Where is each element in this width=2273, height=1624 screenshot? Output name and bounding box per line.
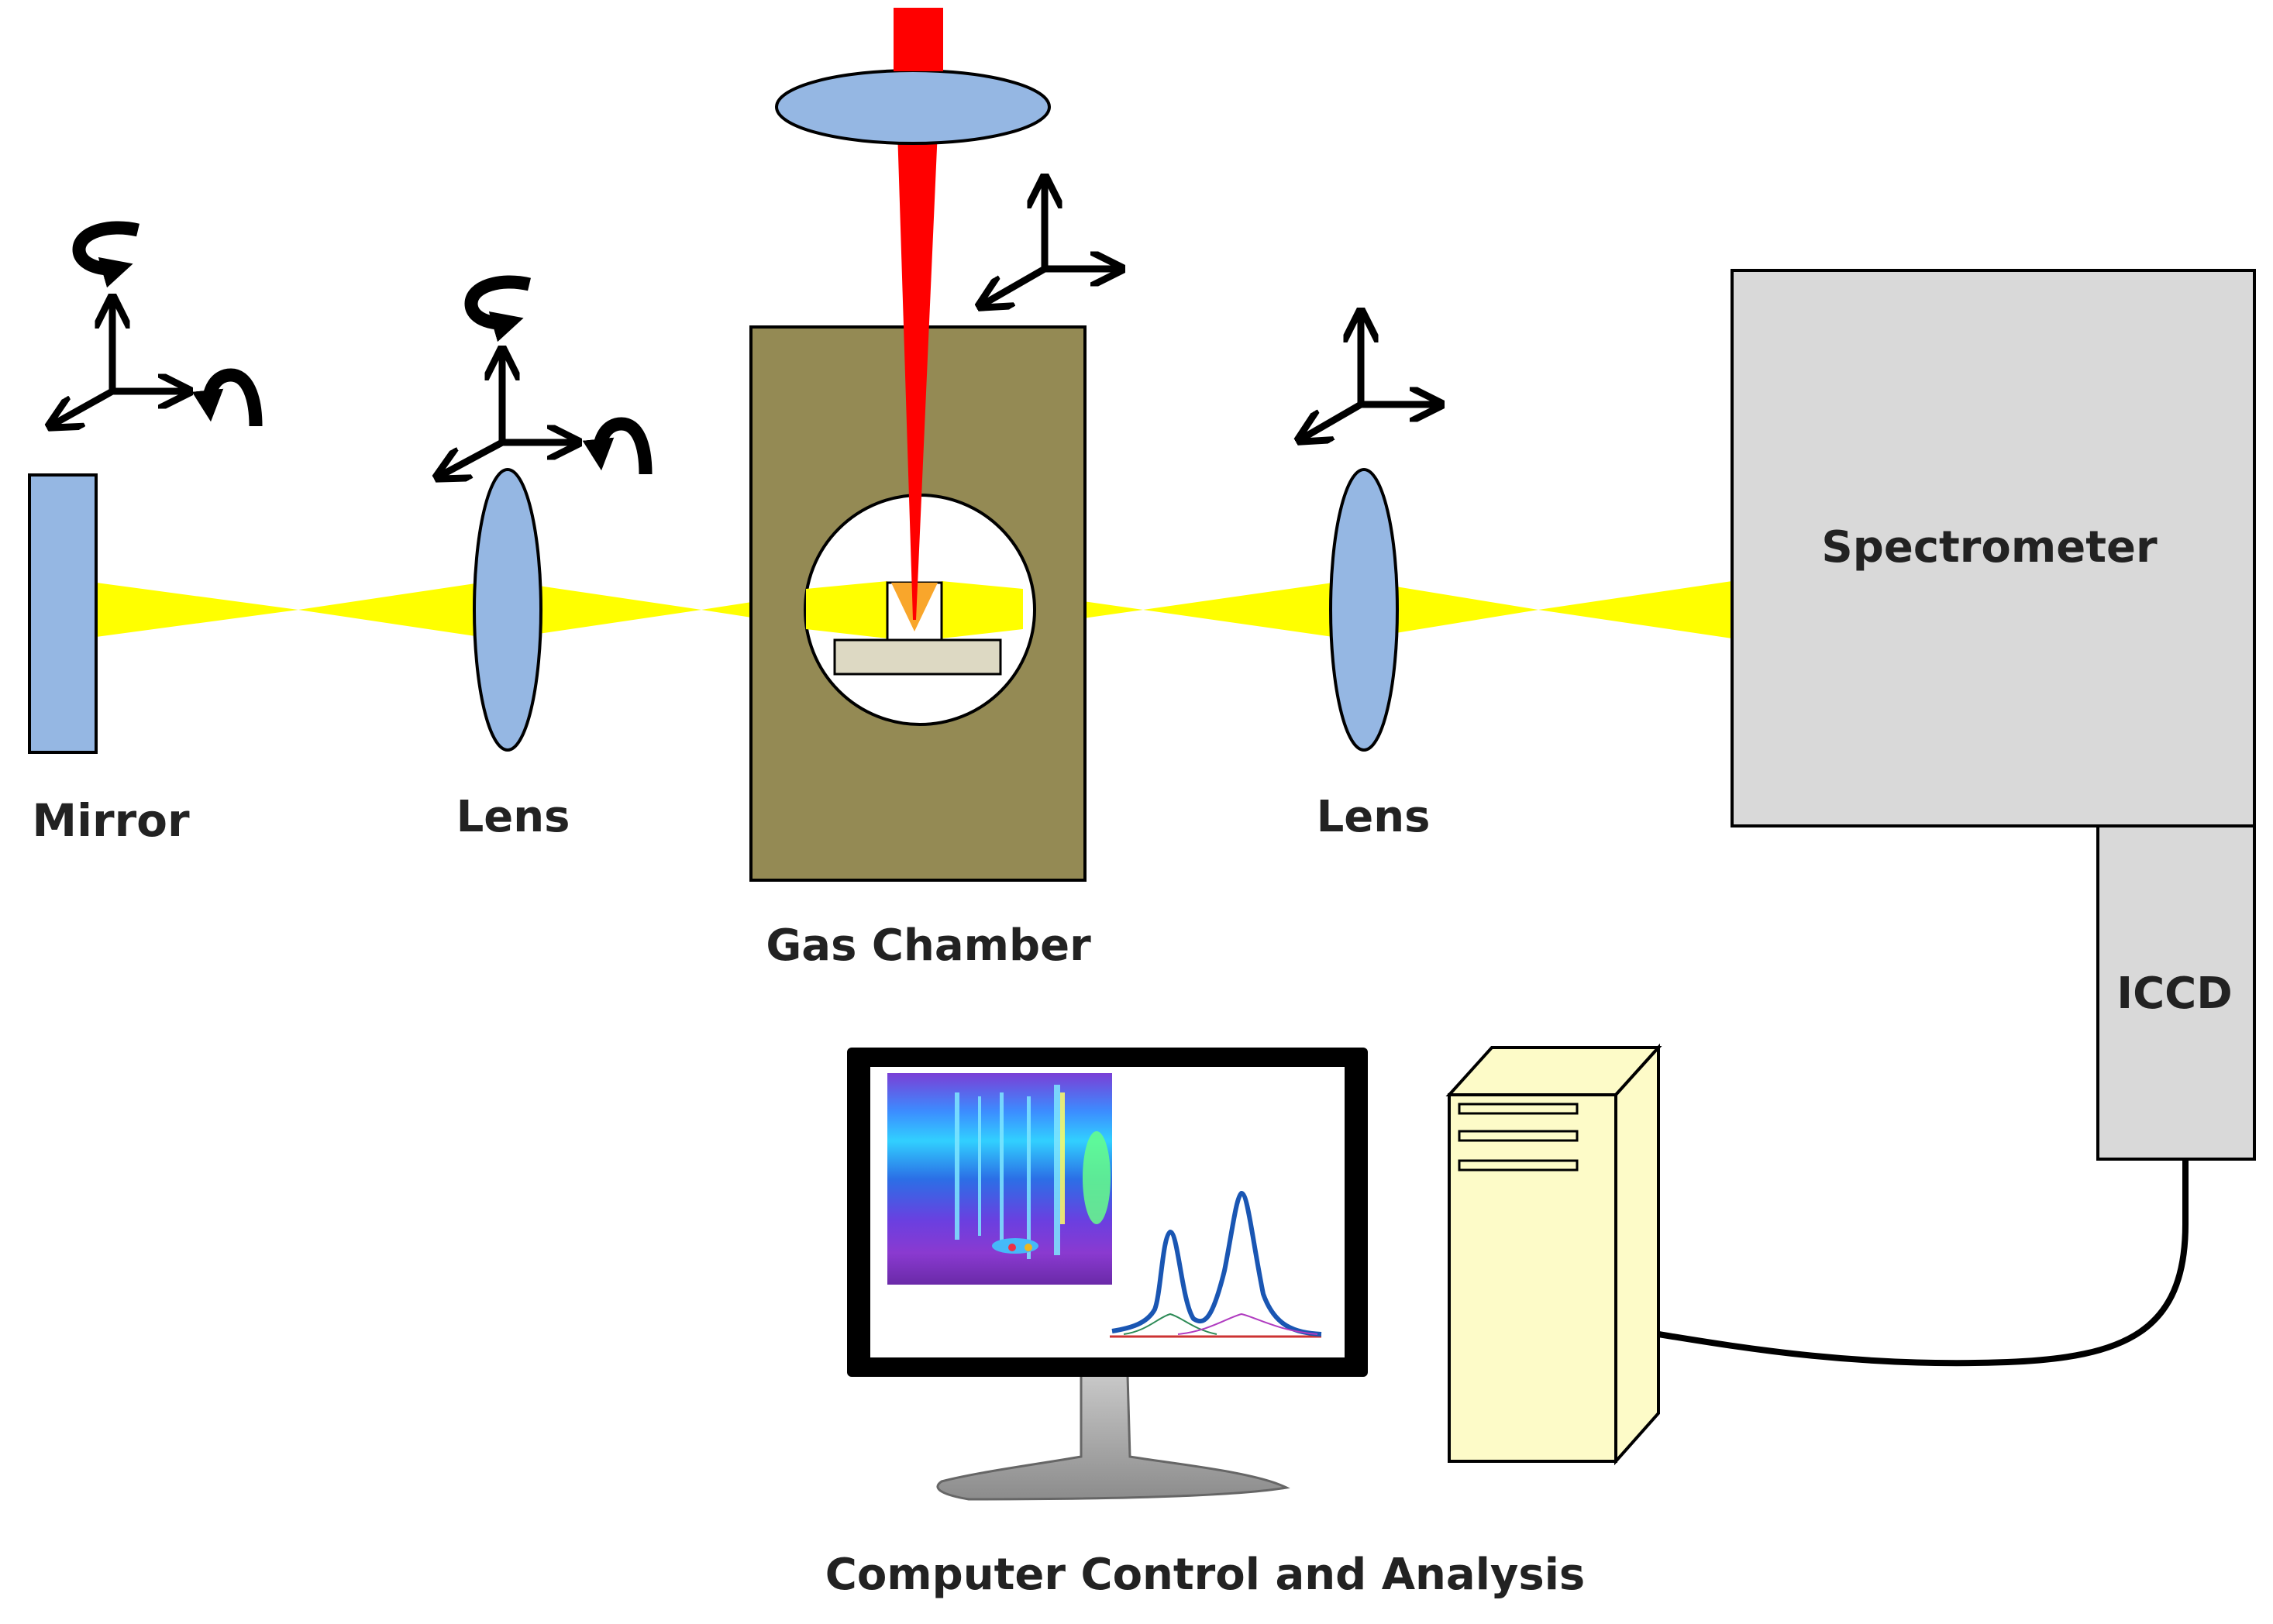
spectral-image-lines [955,1085,1111,1259]
xyz-translation-arrows-icon [53,301,186,425]
monitor-stand [936,1374,1290,1501]
mirror-plate [28,473,98,754]
beam-segment [1538,581,1732,638]
lens-left [473,468,542,752]
laser [775,8,1051,620]
drive-bay [1458,1159,1579,1172]
beam-segment [1391,586,1538,634]
computer-label: Computer Control and Analysis [825,1550,1586,1600]
tilt-rotation-arrow-icon [72,221,139,288]
lens-left-label: Lens [456,792,570,842]
tilt-rotation-arrow-icon [582,417,653,475]
spectrum-plot-component [1123,1313,1217,1335]
xyz-translation-arrows-icon [1302,315,1438,439]
spectrometer-box [1731,269,2256,827]
iccd-box [2096,824,2256,1161]
spectrum-plot-component [1177,1313,1318,1335]
mirror [28,473,98,754]
spectrometer-label: Spectrometer [1821,522,2158,573]
tower-side [1614,1043,1660,1466]
xyz-translation-arrows-icon [983,181,1118,304]
computer-tower [1445,1043,1662,1466]
beam-in-window [942,581,1023,638]
lens-right-label: Lens [1316,792,1431,842]
laser-beam [894,8,943,620]
iccd-label: ICCD [2116,969,2233,1019]
focusing-lens [775,69,1051,145]
drive-bay [1458,1103,1579,1115]
beam-segment [298,583,480,637]
tilt-rotation-arrow-icon [464,275,531,342]
drive-bay [1458,1130,1579,1142]
beam-segment [539,586,701,634]
xyz-translation-arrows-icon [440,353,575,476]
data-cable [1658,1159,2189,1367]
beam-segment [1143,583,1333,637]
laser-beam [894,8,943,71]
target-sample [833,638,1002,676]
beam-in-window [806,581,887,638]
beam-segment [96,583,298,637]
tower-front [1448,1093,1617,1463]
mirror-label: Mirror [32,794,190,847]
gas-chamber-label: Gas Chamber [766,920,1091,971]
tilt-rotation-arrow-icon [191,368,263,427]
lens-right [1329,468,1399,752]
spectrum-plot-fit [1111,1190,1322,1337]
monitor [847,1048,1368,1501]
gas-chamber [749,325,1087,882]
